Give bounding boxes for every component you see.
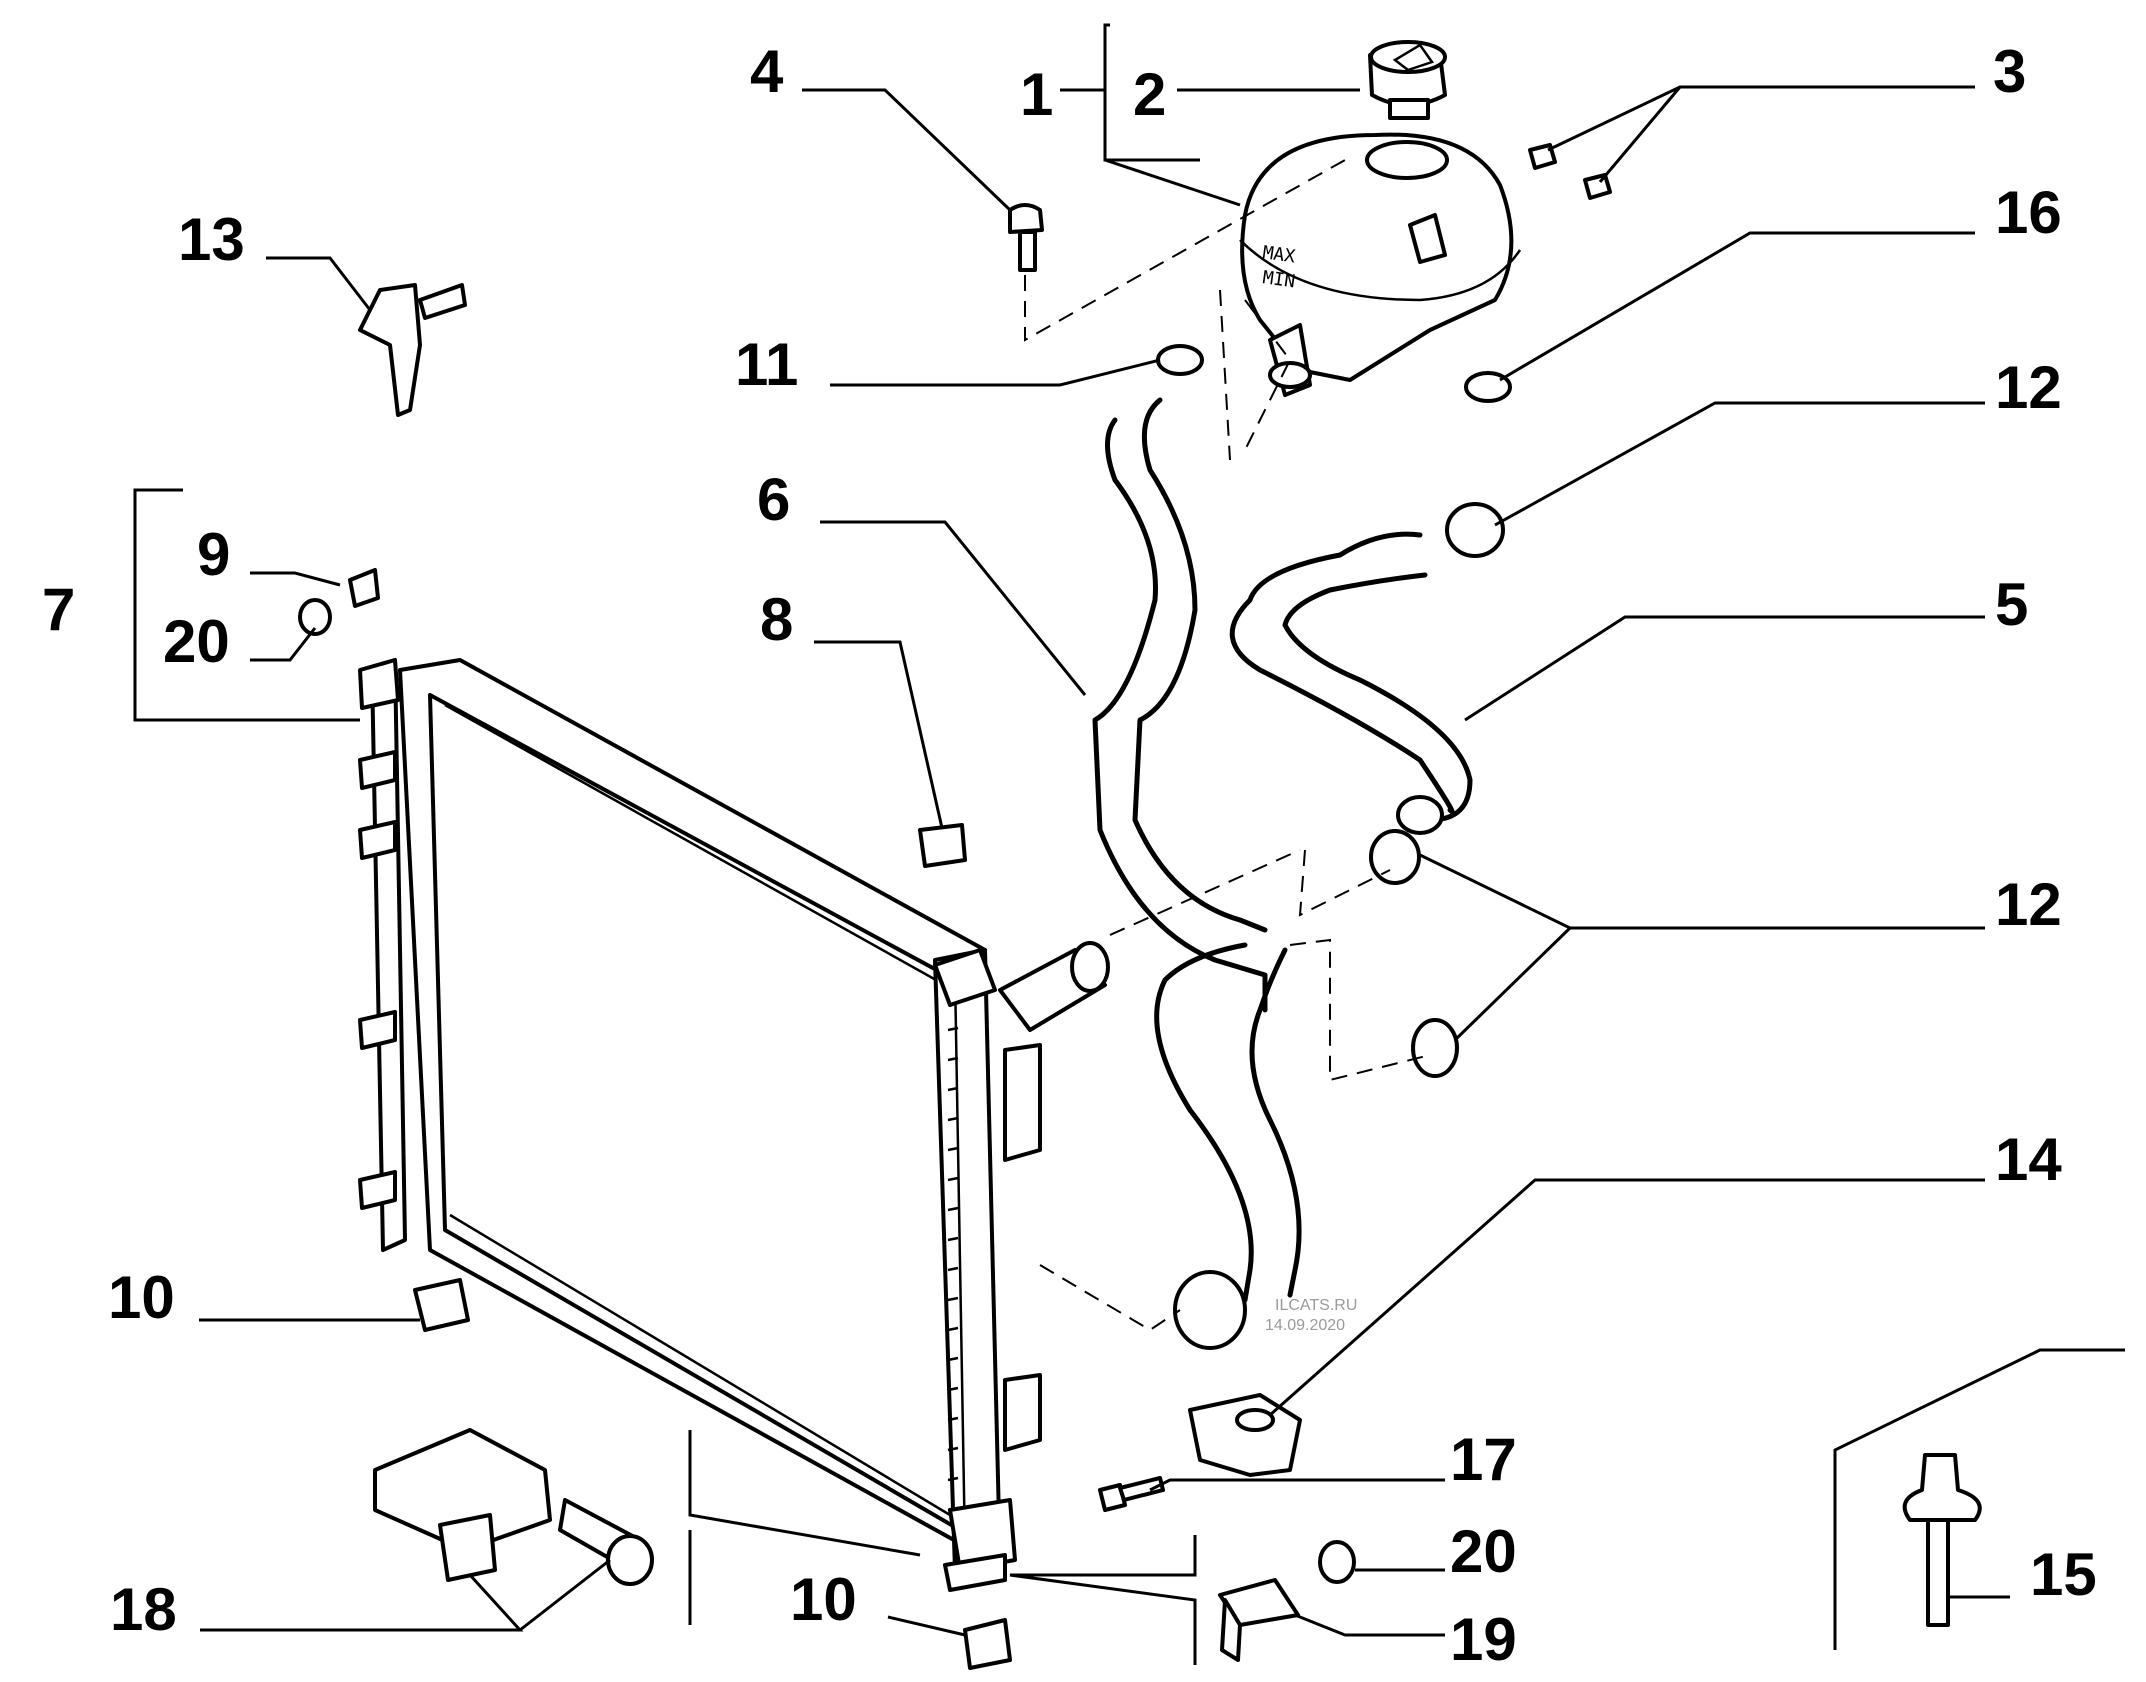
callout-15: 15: [2030, 1541, 2097, 1608]
hose-6: [1092, 397, 1268, 1013]
bolt: [1008, 203, 1044, 272]
callout-20a: 20: [163, 608, 230, 675]
hose-lower: [1154, 942, 1302, 1350]
filler-cap: [1368, 40, 1447, 120]
callout-8: 8: [760, 586, 793, 653]
watermark-date: 14.09.2020: [1265, 1317, 1345, 1334]
group-brackets: [133, 23, 2125, 1665]
callout-6: 6: [757, 466, 790, 533]
callout-12a: 12: [1995, 354, 2062, 421]
leader-lines: [199, 85, 2010, 1637]
callout-17: 17: [1450, 1426, 1517, 1493]
callout-19: 19: [1450, 1606, 1517, 1673]
callout-14: 14: [1995, 1126, 2062, 1193]
callout-10a: 10: [108, 1264, 175, 1331]
watermark-site: ILCATS.RU: [1275, 1297, 1357, 1314]
callout-2: 2: [1133, 61, 1166, 128]
callout-7: 7: [42, 576, 75, 643]
drain-plug-lower: [1218, 1540, 1356, 1662]
clip: [918, 823, 967, 868]
radiator: [358, 658, 1110, 1592]
callout-11: 11: [735, 331, 798, 398]
mount-bracket: [1188, 1393, 1302, 1477]
callout-12b: 12: [1995, 871, 2062, 938]
hose-5: [1229, 531, 1473, 835]
callout-3: 3: [1993, 38, 2026, 105]
callout-9: 9: [197, 521, 230, 588]
nuts: [1528, 143, 1612, 200]
callout-18: 18: [110, 1576, 177, 1643]
callout-1: 1: [1020, 61, 1053, 128]
callout-13: 13: [178, 206, 245, 273]
rubber-caps: [413, 1278, 1012, 1670]
callout-5: 5: [1995, 571, 2028, 638]
lower-bracket: [373, 1428, 654, 1586]
hose-clamps: [1156, 344, 1512, 1078]
expansion-tank: MAX MIN: [1239, 132, 1522, 397]
callout-10b: 10: [790, 1566, 857, 1633]
tank-min-mark: MIN: [1261, 267, 1296, 292]
callout-16: 16: [1995, 179, 2062, 246]
drain-plug-upper: [298, 568, 380, 636]
tank-max-mark: MAX: [1261, 242, 1296, 267]
callout-4: 4: [750, 38, 784, 105]
callout-labels: 1 2 3 4 5 6 7 8 9 10 10 11 12 12 13 14 1…: [42, 38, 2097, 1673]
rivet: [1902, 1453, 1982, 1627]
bracket: [358, 283, 467, 417]
watermark: ILCATS.RU 14.09.2020: [1265, 1297, 1357, 1334]
bolt-17: [1098, 1476, 1165, 1512]
assembly-lines: [1024, 159, 1431, 1332]
callout-20b: 20: [1450, 1518, 1517, 1585]
